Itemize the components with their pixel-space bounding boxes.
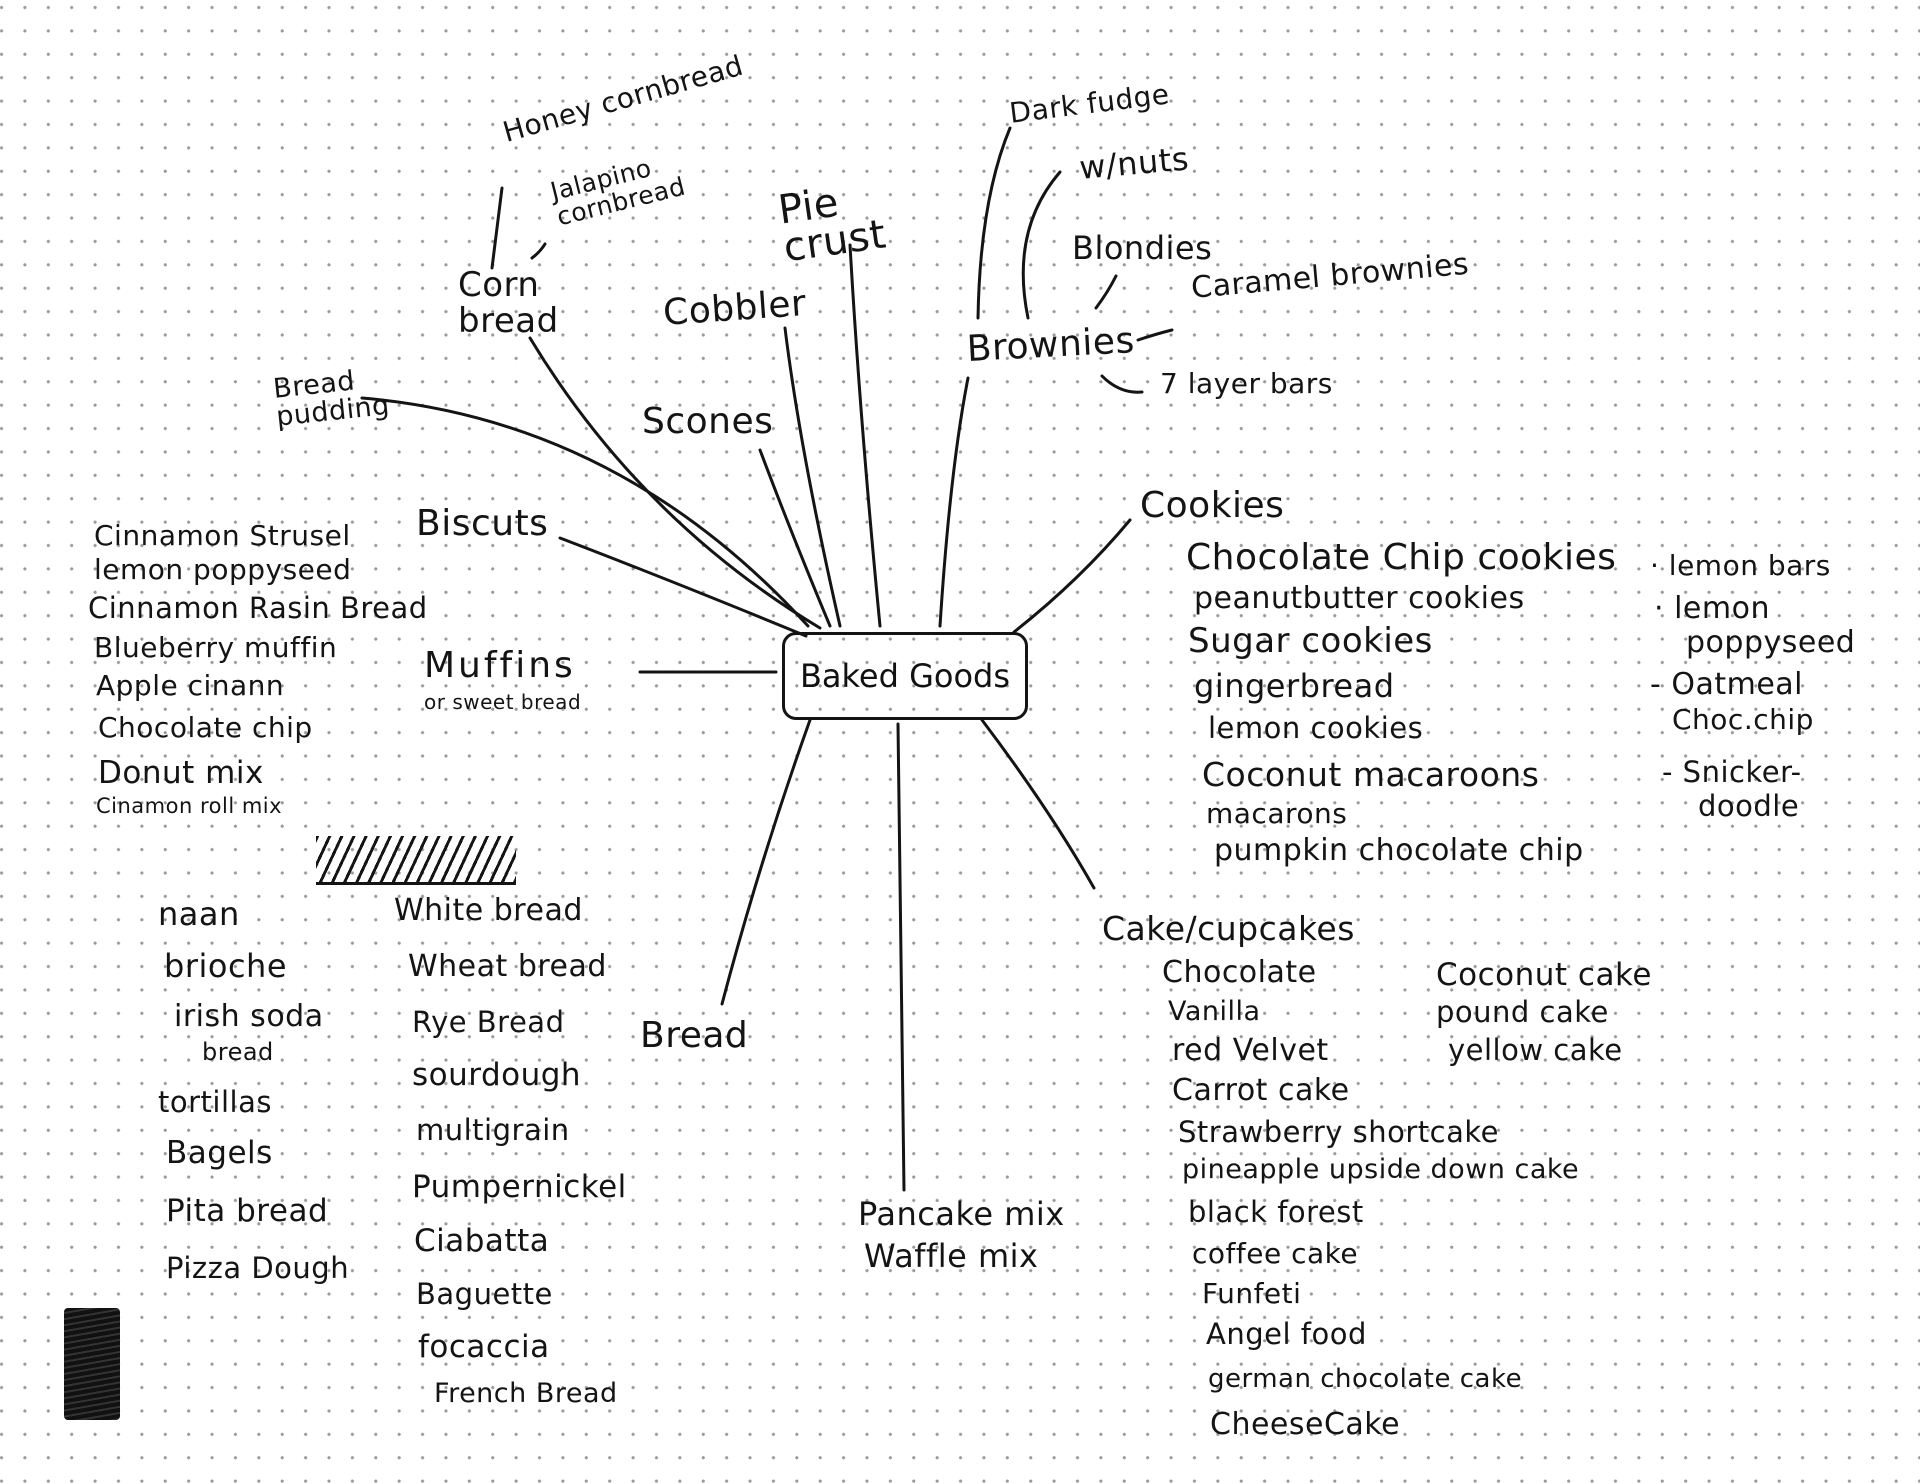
cake-item: pineapple upside down cake	[1182, 1154, 1580, 1185]
cake-item: Strawberry shortcake	[1178, 1115, 1499, 1149]
bread-item: bread	[202, 1038, 274, 1066]
muffin-item: Donut mix	[98, 755, 264, 791]
bread-item: brioche	[164, 947, 287, 985]
line-biscuits	[558, 536, 808, 638]
cake-item: Angel food	[1206, 1317, 1367, 1351]
cornbread-line1: Corn bread	[458, 265, 559, 341]
cookie-side-item: - Oatmeal	[1650, 667, 1804, 702]
cake-item: Funfeti	[1202, 1277, 1302, 1310]
cookie-item: macarons	[1206, 797, 1348, 830]
muffin-item: Chocolate chip	[98, 711, 313, 744]
line-cookies	[1012, 518, 1132, 634]
line-scones	[758, 448, 832, 628]
cake-item: coffee cake	[1192, 1237, 1359, 1270]
cake-item: CheeseCake	[1210, 1407, 1401, 1442]
bread-item: Rye Bread	[412, 1005, 565, 1039]
cookie-side-item: · lemon	[1654, 591, 1770, 626]
cookie-item: lemon cookies	[1208, 711, 1424, 745]
cake-item: Vanilla	[1168, 996, 1261, 1027]
line-bread	[720, 718, 812, 1006]
line-caramel	[1136, 328, 1174, 342]
cookies-label: Cookies	[1140, 485, 1285, 526]
muffin-item: Cinnamon Rasin Bread	[88, 591, 428, 625]
cake-item: yellow cake	[1448, 1033, 1623, 1067]
center-label: Baked Goods	[799, 657, 1011, 695]
bread-item: tortillas	[158, 1085, 272, 1119]
line-cornbread	[528, 336, 822, 630]
muffin-item: lemon poppyseed	[94, 553, 352, 586]
cookie-side-item: - Snicker-	[1662, 755, 1802, 789]
cake-label: Cake/cupcakes	[1102, 909, 1355, 948]
cookie-item: Chocolate Chip cookies	[1186, 537, 1617, 578]
cake-item: black forest	[1188, 1195, 1364, 1229]
bread-item: focaccia	[418, 1329, 550, 1365]
bread-item: Bagels	[166, 1135, 273, 1171]
cake-item: Chocolate	[1162, 955, 1317, 990]
blondies: Blondies	[1072, 229, 1213, 267]
line-cake	[980, 718, 1096, 890]
cake-item: german chocolate cake	[1208, 1364, 1523, 1394]
line-pie-crust	[848, 243, 882, 628]
bread-item: Ciabatta	[414, 1223, 550, 1259]
bread-item: French Bread	[434, 1378, 618, 1409]
cobbler-label: Cobbler	[661, 283, 808, 334]
bread-item: Wheat bread	[408, 949, 607, 984]
scones-label: Scones	[642, 401, 774, 442]
bread-item: irish soda	[174, 999, 324, 1034]
bread-item: Baguette	[416, 1277, 553, 1311]
line-honey	[490, 186, 504, 270]
line-7layer	[1100, 374, 1144, 394]
muffins-sublabel: or sweet bread	[424, 690, 582, 714]
cookie-side-item: poppyseed	[1686, 625, 1856, 660]
bread-item: White bread	[394, 893, 583, 928]
crossed-out-scribble	[316, 836, 516, 885]
muffin-item: Cinnamon Strusel	[94, 519, 351, 552]
line-brownies	[938, 376, 970, 628]
muffins-label: Muffins	[424, 645, 576, 686]
muffin-item: Cinamon roll mix	[96, 794, 283, 818]
bread-item: Pumpernickel	[412, 1169, 627, 1205]
cake-item: red Velvet	[1172, 1033, 1329, 1068]
line-blondies	[1094, 274, 1118, 310]
bread-item: Pizza Dough	[166, 1251, 350, 1285]
line-cobbler	[783, 326, 842, 628]
cake-item: Coconut cake	[1436, 957, 1652, 993]
waffle-mix: Waffle mix	[864, 1237, 1039, 1275]
brownies-label: Brownies	[965, 320, 1136, 370]
line-jalapino	[530, 242, 547, 260]
line-wnuts	[1021, 170, 1062, 320]
muffin-item: Blueberry muffin	[94, 631, 338, 664]
seven-layer-bars: 7 layer bars	[1160, 367, 1333, 400]
cookie-item: peanutbutter cookies	[1194, 581, 1525, 616]
ink-blotch	[64, 1308, 120, 1420]
cookie-side-item: Choc.chip	[1672, 703, 1814, 736]
bread-pudding-label: Bread pudding	[271, 365, 392, 434]
cookie-item: pumpkin chocolate chip	[1214, 833, 1584, 868]
bread-label: Bread	[640, 1015, 749, 1056]
bread-item: sourdough	[412, 1057, 582, 1093]
cake-item: pound cake	[1436, 995, 1609, 1029]
cookie-side-item: doodle	[1698, 789, 1800, 823]
center-node-baked-goods: Baked Goods	[782, 632, 1028, 720]
bread-item: multigrain	[416, 1113, 570, 1147]
line-bread-pudding	[360, 396, 810, 628]
cookie-item: gingerbread	[1194, 667, 1395, 705]
bread-item: naan	[158, 895, 240, 933]
pancake-mix: Pancake mix	[858, 1195, 1065, 1233]
line-dark-fudge	[976, 126, 1012, 320]
bread-item: Pita bread	[166, 1193, 329, 1229]
cookie-item: Coconut macaroons	[1202, 755, 1540, 794]
cookie-item: Sugar cookies	[1188, 621, 1433, 661]
cake-item: Carrot cake	[1172, 1073, 1350, 1108]
cookie-side-item: · lemon bars	[1650, 549, 1831, 582]
muffin-item: Apple cinann	[96, 669, 285, 702]
line-pancake	[896, 722, 906, 1192]
w-nuts: w/nuts	[1077, 139, 1191, 187]
biscuits-label: Biscuts	[416, 503, 549, 544]
